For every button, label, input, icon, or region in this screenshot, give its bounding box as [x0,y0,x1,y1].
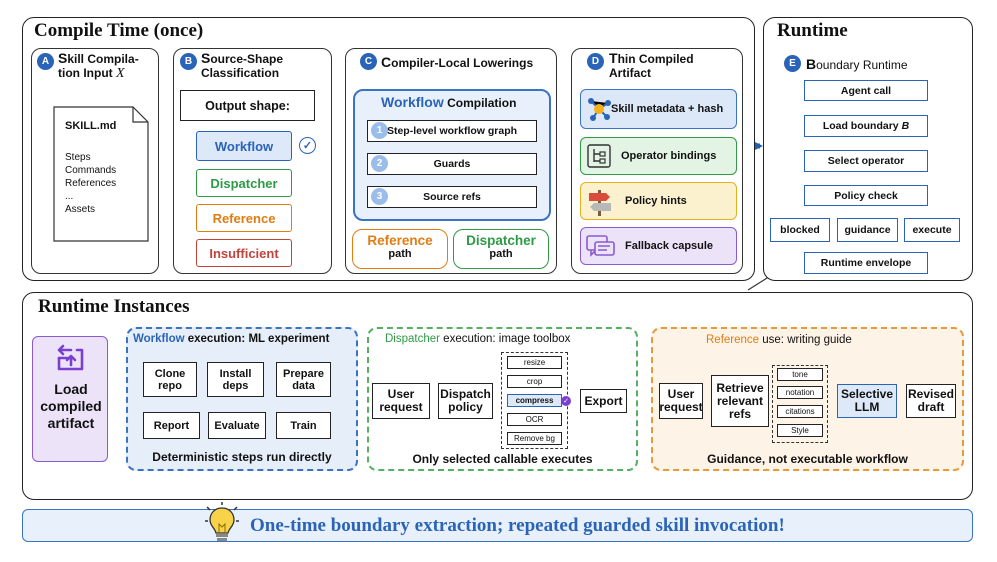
badge-c: C [360,53,377,70]
output-shape-box: Output shape: [180,90,315,121]
disp-export: Export [580,389,627,413]
lightbulb-icon [204,502,240,544]
tool-resize: resize [507,356,562,369]
badge-d: D [587,53,604,70]
ref-notation: notation [777,386,823,399]
load-artifact-icon [55,344,87,373]
artifact-skill-metadata: Skill metadata + hash [580,89,737,129]
ref-revised-draft: Revised draft [906,384,956,418]
workflow-compilation-title: Workflow Compilation [381,94,517,110]
file-contents: Steps Commands References ... Assets [65,152,117,215]
selected-check-icon: ✓ [561,396,571,406]
ref-user-request: User request [659,383,703,419]
wf-step-train: Train [276,412,331,439]
section-d-title: Thin Compiled Artifact [609,50,694,80]
step-number-2: 2 [371,155,388,172]
reference-instance-title: Reference use: writing guide [706,334,852,346]
wf-step-install-deps: Install deps [207,362,264,397]
reference-caption: Guidance, not executable workflow [707,452,908,466]
outcome-execute: execute [904,218,960,242]
artifact-operator-bindings: Operator bindings [580,137,737,175]
runtime-envelope-box: Runtime envelope [804,252,928,274]
agent-call-box: Agent call [804,80,928,101]
section-a-title: Skill Compila- tion Input X [58,50,139,81]
step-workflow-graph: Step-level workflow graph [367,120,537,142]
artifact-fallback-capsule: Fallback capsule [580,227,737,265]
dispatcher-instance-title: Dispatcher execution: image toolbox [385,333,571,345]
load-boundary-box: Load boundary B [804,115,928,137]
skill-md-document: SKILL.md Steps Commands References ... A… [53,106,149,242]
shape-dispatcher: Dispatcher [196,169,292,197]
tool-compress: compress [507,394,562,407]
ref-selective-llm: Selective LLM [837,384,897,418]
footer-text: One-time boundary extraction; repeated g… [250,515,785,536]
wf-step-evaluate: Evaluate [208,412,266,439]
wf-step-report: Report [143,412,200,439]
wf-step-prepare-data: Prepare data [276,362,331,397]
runtime-title: Runtime [777,20,848,41]
shape-insufficient: Insufficient [196,239,292,267]
step-number-1: 1 [371,122,388,139]
badge-a: A [37,53,54,70]
select-operator-box: Select operator [804,150,928,172]
ref-tone: tone [777,368,823,381]
disp-user-request: User request [372,383,430,419]
runtime-instances-title: Runtime Instances [38,296,190,317]
section-e-title: Boundary Runtime [806,56,908,72]
section-b-title: Source-Shape Classification [201,50,284,80]
reference-path-box: Reference path [352,229,448,269]
badge-b: B [180,53,197,70]
outcome-guidance: guidance [837,218,898,242]
outcome-blocked: blocked [770,218,830,242]
workflow-instance [126,327,358,471]
signpost-icon [586,187,614,217]
tool-remove-bg: Remove bg [507,432,562,445]
ref-retrieve-refs: Retrieve relevant refs [711,375,769,427]
artifact-policy-hints: Policy hints [580,182,737,220]
load-compiled-artifact-box: Load compiled artifact [32,336,108,462]
policy-check-box: Policy check [804,185,928,206]
dispatcher-path-box: Dispatcher path [453,229,549,269]
tree-icon [587,144,611,168]
chat-icon [586,234,616,260]
ref-list [772,365,828,443]
tool-ocr: OCR [507,413,562,426]
step-number-3: 3 [371,188,388,205]
workflow-caption: Deterministic steps run directly [152,450,332,464]
dispatcher-caption: Only selected callable executes [412,452,593,466]
badge-e: E [784,55,801,72]
tool-crop: crop [507,375,562,388]
ref-style: Style [777,424,823,437]
check-icon: ✓ [299,137,316,154]
section-c-title: Compiler-Local Lowerings [381,54,534,70]
network-icon [585,95,613,123]
shape-reference: Reference [196,204,292,232]
file-name: SKILL.md [65,120,117,132]
step-source-refs: Source refs [367,186,537,208]
wf-step-clone-repo: Clone repo [143,362,197,397]
disp-dispatch-policy: Dispatch policy [438,383,493,419]
shape-workflow: Workflow [196,131,292,161]
ref-citations: citations [777,405,823,418]
footer-banner [22,509,973,542]
compile-time-title: Compile Time (once) [34,20,204,41]
step-guards: Guards [367,153,537,175]
section-b [173,48,332,274]
workflow-instance-title: Workflow execution: ML experiment [133,333,330,345]
